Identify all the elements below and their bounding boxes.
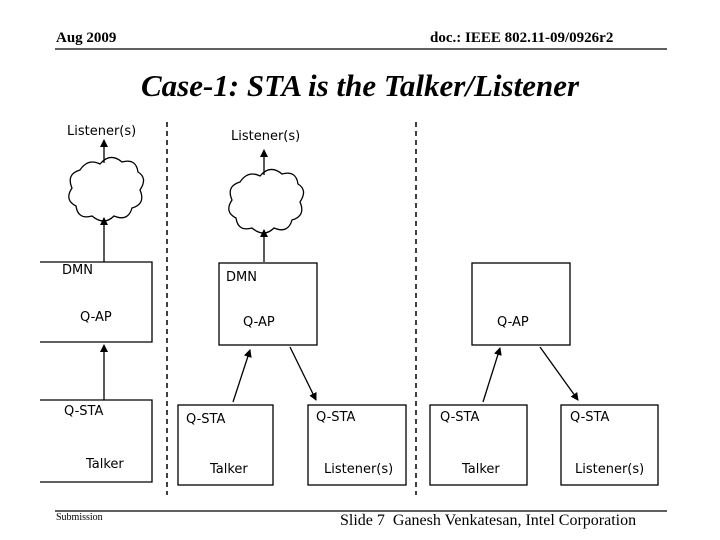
case1-talker-label: Talker bbox=[86, 457, 124, 472]
case2-ap-label: Q-AP bbox=[243, 315, 275, 330]
case2-listener-sta-box bbox=[307, 404, 407, 486]
arrow-talker-to-ap-3 bbox=[482, 347, 502, 403]
case1-dmn-label: DMN bbox=[62, 263, 93, 278]
arrow-ap-to-listener-3 bbox=[539, 346, 579, 401]
footer-author: Ganesh Venkatesan, Intel Corporation bbox=[392, 512, 637, 529]
case2-talker-label: Talker bbox=[210, 462, 248, 477]
case3-listener-bottom-label: Listener(s) bbox=[575, 462, 645, 477]
network-cloud-icon bbox=[68, 156, 145, 222]
arrow-talker-to-ap-2 bbox=[232, 349, 252, 403]
case3-talker-sta-label: Q-STA bbox=[440, 410, 480, 425]
case2-dmn-ap-box bbox=[218, 262, 318, 346]
network-cloud-icon bbox=[228, 168, 305, 234]
case1-sta-box bbox=[40, 399, 153, 483]
header-date: Aug 2009 bbox=[56, 30, 117, 46]
case2-dmn-label: DMN bbox=[226, 270, 257, 285]
case2-talker-sta-box bbox=[177, 404, 274, 486]
case3-talker-label: Talker bbox=[462, 462, 500, 477]
case3-listener-sta-box bbox=[560, 404, 659, 486]
case1-sta-label: Q-STA bbox=[64, 404, 104, 419]
footer-submission: Submission bbox=[56, 512, 103, 523]
case2-listener-sta-label: Q-STA bbox=[316, 410, 356, 425]
footer-slide-info: Slide 7 Ganesh Venkatesan, Intel Corpora… bbox=[340, 512, 636, 530]
case3-talker-sta-box bbox=[429, 404, 528, 486]
footer-slide-number: Slide 7 bbox=[340, 512, 385, 529]
page-title: Case-1: STA is the Talker/Listener bbox=[140, 68, 580, 103]
case1-dmn-box bbox=[40, 261, 153, 343]
case3-ap-box bbox=[471, 262, 571, 346]
case2-listener-label: Listener(s) bbox=[231, 129, 301, 144]
header-doc-id: doc.: IEEE 802.11-09/0926r2 bbox=[430, 30, 614, 46]
case2-talker-sta-label: Q-STA bbox=[186, 412, 226, 427]
case1-ap-label: Q-AP bbox=[80, 310, 112, 325]
case1-listener-label: Listener(s) bbox=[67, 124, 137, 139]
arrow-ap-to-listener-2 bbox=[289, 346, 317, 401]
case3-ap-label: Q-AP bbox=[497, 315, 529, 330]
case3-listener-sta-label: Q-STA bbox=[570, 410, 610, 425]
case2-listener-bottom-label: Listener(s) bbox=[324, 462, 394, 477]
